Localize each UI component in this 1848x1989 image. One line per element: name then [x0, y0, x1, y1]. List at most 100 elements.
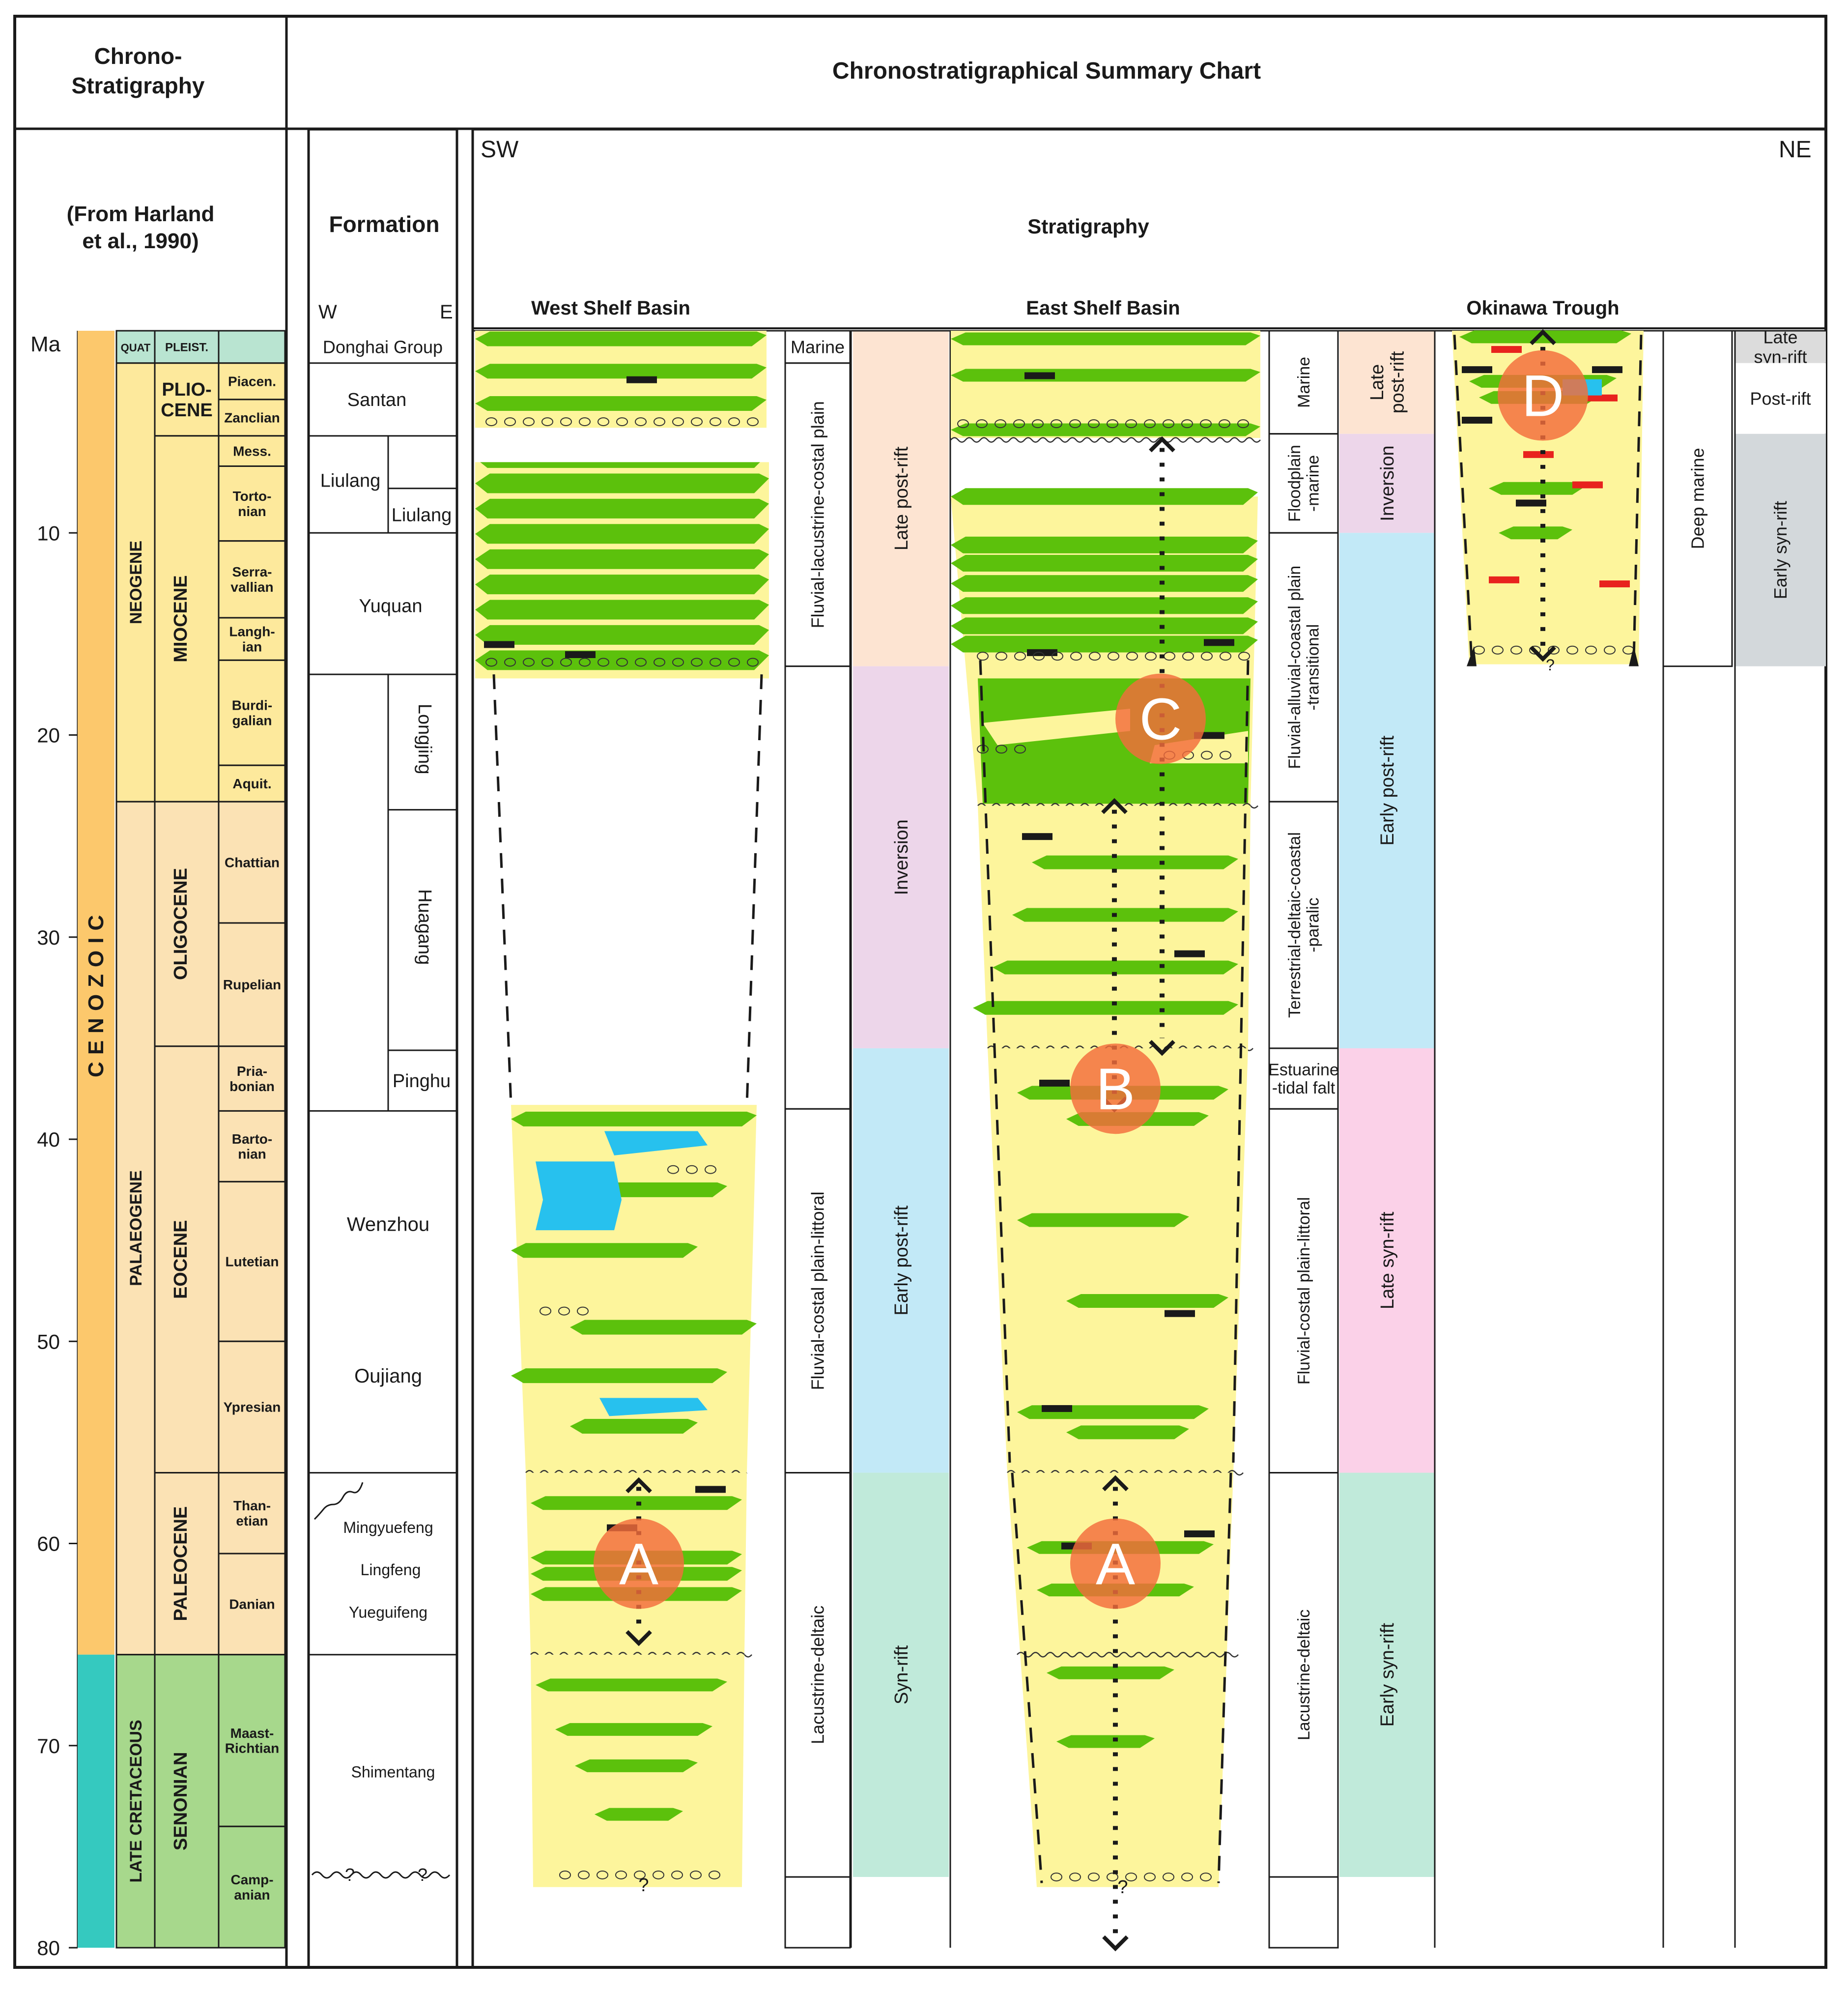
pebble [654, 417, 665, 427]
marker-circle [1498, 350, 1588, 441]
okinawa-tectonic-label: Early syn-rift [1770, 501, 1791, 599]
pebble [1200, 419, 1212, 429]
east-shale-paleocene [1047, 1666, 1174, 1679]
okinawa-red-bar [1599, 580, 1630, 588]
stage-band [218, 764, 286, 803]
formation-onlap [313, 1482, 364, 1520]
west-tectonic-label: Early post-rift [891, 1205, 912, 1315]
stage-label-line: nian [238, 504, 266, 519]
okinawa-red-bar [1587, 394, 1618, 402]
axis-tick-label: 70 [37, 1734, 60, 1758]
west-shale-mid [475, 549, 769, 569]
chart-title: Chronostratigraphical Summary Chart [832, 58, 1261, 84]
stratigraphy-header: Stratigraphy [1027, 215, 1149, 238]
stage-label-line: Mess. [233, 443, 271, 459]
marker-circle [594, 1518, 684, 1609]
axis-tick-label: 10 [37, 521, 60, 545]
pebble [1013, 419, 1025, 429]
period-label: LATE CRETACEOUS [127, 1720, 145, 1882]
west-environment-band [784, 362, 851, 667]
stage-band [218, 330, 286, 364]
stage-label: Maast-Richtian [225, 1726, 279, 1756]
coal-bar [626, 376, 657, 383]
pebble [1181, 1873, 1193, 1882]
pebble [541, 417, 553, 427]
east-tectonic-label-line: Late syn-rift [1377, 1211, 1398, 1309]
pebble [747, 658, 759, 667]
pebble [957, 419, 969, 429]
okinawa-environment-label: Deep marine [1688, 448, 1708, 549]
period-label: NEOGENE [127, 541, 145, 624]
okinawa-red-bar [1489, 576, 1519, 583]
stage-band [218, 540, 286, 619]
stage-band [218, 617, 286, 661]
east-environment-label-line: -transitional [1304, 624, 1323, 711]
stage-label: Burdi-galian [232, 698, 272, 728]
stage-label-line: Danian [229, 1597, 275, 1612]
east-tectonic-label-line: Late [1367, 364, 1388, 401]
west-shale-eocene [570, 1418, 698, 1434]
pebble [597, 417, 609, 427]
pebble [616, 417, 628, 427]
stage-label-line: Zanclian [224, 410, 280, 426]
okinawa-red-bar [1523, 451, 1554, 458]
pebble [1125, 419, 1137, 429]
stage-label: Ypresian [224, 1400, 281, 1415]
pebble [672, 658, 684, 667]
coal-bar [565, 651, 596, 658]
stage-band [218, 362, 286, 401]
west-shale-cretaceous [595, 1808, 683, 1821]
coal-bar [1462, 416, 1492, 424]
west-tectonic-label-line: Early post-rift [891, 1205, 912, 1315]
stage-label-line: Burdi- [232, 698, 272, 713]
lithology-columns: ??? [475, 329, 1644, 1952]
west-shale-cretaceous [536, 1678, 727, 1692]
marker-circle [1070, 1518, 1161, 1609]
epoch-label-line: PLIO- [162, 379, 211, 400]
east-tectonic-band [1339, 1877, 1434, 1948]
east-sand-paleocene [1007, 1472, 1233, 1887]
pebble [635, 417, 647, 427]
pebble [558, 1306, 570, 1316]
pebble [1529, 645, 1541, 655]
pebble [671, 1870, 683, 1879]
east-shale-oligocene [1012, 908, 1238, 922]
unconformity-line [525, 1470, 747, 1476]
okinawa-environment-label-line: Deep marine [1688, 448, 1708, 549]
east-shale-paleocene [1056, 1735, 1155, 1748]
stage-label: Mess. [233, 443, 271, 459]
stage-label-line: Langh- [229, 624, 275, 639]
stage-label: Zanclian [224, 410, 280, 426]
east-shale-eocene [1017, 1213, 1189, 1227]
east-shale-mid [951, 554, 1258, 572]
west-shale-cretaceous [555, 1723, 712, 1736]
pebble [1125, 1873, 1137, 1882]
epoch-band [154, 1045, 220, 1474]
east-environment-band [1268, 801, 1339, 1049]
stage-label: Piacen. [228, 374, 276, 389]
period-band [115, 362, 156, 803]
pebble [1163, 419, 1174, 429]
stage-label-line: etian [236, 1513, 268, 1528]
period-band [115, 1654, 156, 1949]
west-tectonic-band [853, 666, 949, 1048]
pebble [560, 658, 572, 667]
epoch-band [154, 435, 220, 803]
east-tectonic-band [1339, 331, 1434, 434]
coal-bar [1184, 1530, 1215, 1537]
epoch-label: OLIGOCENE [171, 868, 191, 980]
formation-unit-label: Longjing [414, 704, 435, 775]
coal-bar [1204, 639, 1234, 646]
pebble [1108, 652, 1119, 661]
basin-edge [1217, 1472, 1232, 1883]
east-environment-label-line: Lacustrine-deltaic [1295, 1610, 1313, 1740]
east-tectonic-label: Early syn-rift [1377, 1623, 1398, 1727]
east-shale-mid [951, 536, 1258, 553]
pebble [976, 419, 988, 429]
basin-edge [979, 660, 1011, 1463]
stage-label-line: Ypresian [224, 1400, 281, 1415]
stage-label-line: ian [242, 639, 262, 654]
epoch-label: PLEIST. [165, 341, 208, 354]
east-shale-upper [951, 369, 1260, 382]
epoch-band [154, 1472, 220, 1656]
